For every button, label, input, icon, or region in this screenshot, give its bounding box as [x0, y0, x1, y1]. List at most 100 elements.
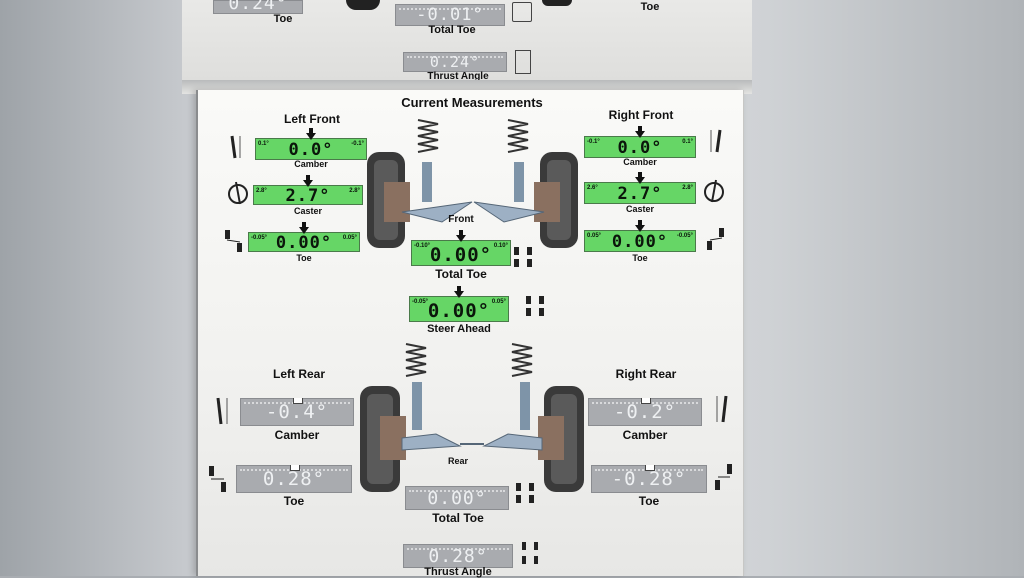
max-spec: 0.10°: [493, 243, 508, 249]
left-front-toe-label: Toe: [296, 253, 312, 263]
target-arrow-icon: [456, 230, 466, 242]
target-notch: [645, 465, 655, 471]
sheet-edge: [196, 90, 198, 576]
sheet-edge: [743, 90, 744, 576]
max-spec: 2.8°: [682, 185, 693, 191]
right-front-camber-value: 0.0°: [617, 138, 663, 158]
rear-thrust-angle-label: Thrust Angle: [424, 566, 492, 578]
toe-diagram-icon: [209, 466, 226, 492]
top-thrust-angle-gauge: 0.24°: [403, 52, 507, 72]
min-spec: 0.1°: [258, 141, 269, 147]
left-rear-toe-value: 0.28°: [262, 468, 326, 490]
left-front-toe-value: 0.00°: [275, 233, 333, 253]
front-total-toe-label: Total Toe: [435, 267, 487, 281]
left-rear-toe-label: Toe: [283, 494, 305, 508]
right-rear-toe-label: Toe: [638, 494, 660, 508]
camber-diagram-icon: [710, 129, 722, 153]
min-spec: 0.05°: [587, 233, 602, 239]
rear-total-toe-value: 0.00°: [427, 488, 487, 509]
toe-diagram-icon: [512, 2, 532, 22]
toe-diagram-icon: [715, 464, 732, 490]
right-front-camber-label: Camber: [623, 157, 657, 167]
left-front-camber-label: Camber: [294, 159, 328, 169]
right-front-toe-label: Toe: [632, 253, 648, 263]
right-rear-toe-value: -0.28°: [611, 468, 687, 490]
min-spec: 2.8°: [256, 188, 267, 194]
left-rear-camber-label: Camber: [274, 428, 320, 442]
left-front-toe-gauge: -0.05° 0.05° 0.00°: [248, 222, 360, 253]
top-toe-right-label: Toe: [640, 1, 660, 13]
target-arrow-icon: [306, 128, 316, 140]
max-spec: 0.05°: [342, 235, 357, 241]
target-arrow-icon: [303, 175, 313, 187]
left-front-caster-gauge: 2.8° 2.8° 2.7°: [253, 175, 363, 206]
rear-thrust-angle-value: 0.28°: [428, 546, 488, 567]
camber-diagram-icon: [230, 135, 241, 159]
steer-ahead-value: 0.00°: [427, 300, 491, 322]
right-front-toe-gauge: 0.05° -0.05° 0.00°: [584, 220, 696, 252]
rear-label: Rear: [447, 456, 468, 466]
target-arrow-icon: [454, 286, 464, 298]
top-total-toe-label: Total Toe: [428, 24, 476, 36]
caster-diagram-icon: [228, 181, 248, 205]
thrust-diagram-icon: [522, 542, 538, 564]
toe-diagram-icon: [225, 230, 242, 252]
top-total-toe-value: -0.01°: [416, 5, 484, 25]
left-front-caster-label: Caster: [293, 206, 322, 216]
right-rear-camber-gauge: -0.2°: [588, 398, 702, 426]
left-rear-heading: Left Rear: [272, 367, 325, 381]
steer-diagram-icon: [526, 296, 544, 316]
left-front-camber-value: 0.0°: [288, 140, 334, 160]
top-thrust-angle-label: Thrust Angle: [427, 71, 489, 82]
target-notch: [293, 398, 303, 404]
target-arrow-icon: [635, 220, 645, 232]
left-front-camber-gauge: 0.1° -0.1° 0.0°: [255, 128, 367, 160]
right-front-caster-gauge: 2.6° 2.8° 2.7°: [584, 172, 696, 204]
target-arrow-icon: [635, 126, 645, 138]
left-rear-camber-gauge: -0.4°: [240, 398, 354, 426]
max-spec: 2.8°: [349, 188, 360, 194]
rear-total-toe-gauge: 0.00°: [405, 486, 509, 510]
wheel-icon: [346, 0, 380, 10]
top-total-toe-gauge: -0.01°: [395, 4, 505, 26]
right-rear-toe-gauge: -0.28°: [591, 465, 707, 493]
front-total-toe-gauge: -0.10° 0.10° 0.00°: [411, 230, 511, 266]
max-spec: 0.1°: [682, 139, 693, 145]
top-thrust-angle-value: 0.24°: [429, 53, 481, 71]
right-front-caster-label: Caster: [625, 204, 654, 214]
front-label: Front: [448, 214, 474, 225]
min-spec: -0.05°: [251, 235, 268, 241]
max-spec: -0.05°: [676, 233, 693, 239]
target-notch: [641, 398, 651, 404]
rear-total-toe-label: Total Toe: [432, 511, 484, 525]
min-spec: -0.05°: [412, 299, 429, 305]
toe-diagram-icon: [707, 228, 724, 250]
left-rear-camber-value: -0.4°: [265, 401, 329, 423]
right-rear-camber-value: -0.2°: [613, 401, 677, 423]
right-rear-heading: Right Rear: [615, 367, 677, 381]
top-toe-left-gauge: 0.24°: [213, 0, 303, 14]
max-spec: -0.1°: [351, 141, 364, 147]
target-notch: [290, 465, 300, 471]
min-spec: 2.6°: [587, 185, 598, 191]
right-front-camber-gauge: -0.1° 0.1° 0.0°: [584, 126, 696, 158]
right-front-caster-value: 2.7°: [617, 184, 663, 204]
max-spec: 0.05°: [491, 299, 506, 305]
rear-thrust-angle-gauge: 0.28°: [403, 544, 513, 568]
left-front-heading: Left Front: [284, 112, 340, 126]
target-arrow-icon: [635, 172, 645, 184]
caster-diagram-icon: [704, 179, 724, 203]
rear-suspension-illustration: [360, 343, 584, 492]
camber-diagram-icon: [716, 395, 728, 423]
thrust-diagram-icon: [515, 50, 531, 74]
total-toe-diagram-icon: [514, 247, 532, 267]
left-front-caster-value: 2.7°: [285, 186, 331, 206]
min-spec: -0.1°: [587, 139, 600, 145]
top-toe-left-label: Toe: [273, 13, 293, 25]
top-toe-left-value: 0.24°: [228, 0, 288, 14]
min-spec: -0.10°: [414, 243, 431, 249]
right-rear-camber-label: Camber: [622, 428, 668, 442]
page-title: Current Measurements: [401, 95, 543, 110]
right-front-heading: Right Front: [608, 108, 674, 122]
wheel-icon: [542, 0, 572, 6]
